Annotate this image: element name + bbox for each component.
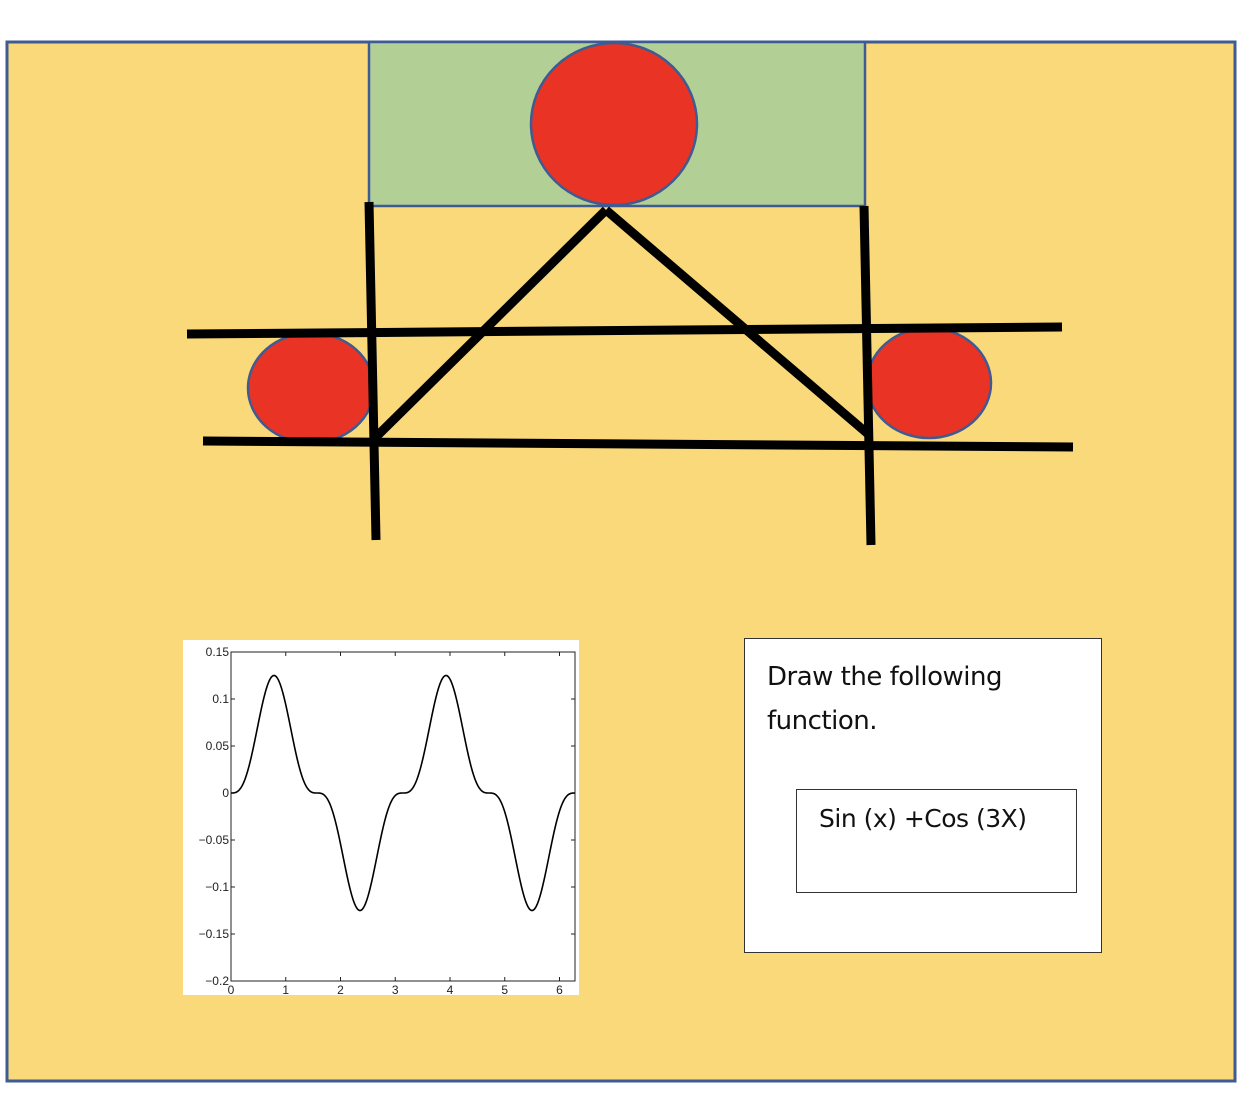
beam-structure [186,201,1074,546]
formula-box: Sin (x) +Cos (3X) [796,789,1077,893]
right-strut [603,206,871,438]
right-post [859,205,876,546]
right-ball [865,326,993,440]
y-tick-label: −0.05 [199,833,230,847]
x-tick-label: 2 [337,983,344,995]
y-tick-label: 0.15 [206,645,230,659]
x-tick-label: 6 [556,983,563,995]
left-post [364,201,381,541]
task-card: Draw the following function. Sin (x) +Co… [744,638,1102,953]
x-tick-label: 4 [447,983,454,995]
y-tick-label: 0.1 [212,692,229,706]
x-tick-label: 5 [501,983,508,995]
plot-curve [231,674,575,912]
top-ball [529,41,699,207]
formula-text: Sin (x) +Cos (3X) [819,804,1027,833]
x-tick-label: 0 [228,983,235,995]
y-tick-label: 0 [222,786,229,800]
y-tick-label: −0.1 [205,880,229,894]
x-tick-label: 3 [392,983,399,995]
y-tick-label: 0.05 [206,739,230,753]
y-tick-label: −0.2 [205,974,229,988]
y-tick-label: −0.15 [199,927,230,941]
upper-rail [186,322,1063,339]
lower-rail [202,436,1074,452]
left-strut [372,206,610,441]
left-ball [246,331,376,445]
plot-axes-box [230,651,576,982]
x-tick-label: 1 [282,983,289,995]
task-instruction: Draw the following function. [767,662,1003,736]
